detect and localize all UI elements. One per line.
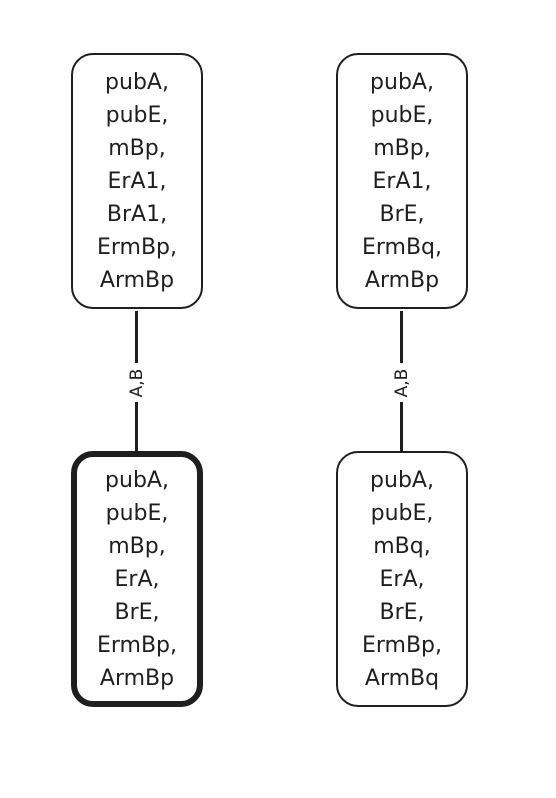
state-node-top-left: pubA, pubE, mBp, ErA1, BrA1, ErmBp, ArmB… bbox=[71, 53, 203, 309]
node-line: BrE, bbox=[379, 201, 425, 227]
node-line: ErmBp, bbox=[361, 632, 443, 658]
node-line: ErmBp, bbox=[96, 632, 178, 658]
node-line: pubA, bbox=[370, 467, 434, 493]
node-line: pubA, bbox=[105, 467, 169, 493]
node-line: mBp, bbox=[108, 135, 166, 161]
node-line: ArmBp bbox=[364, 267, 440, 293]
edge-right-lower-segment bbox=[400, 402, 403, 452]
node-line: pubA, bbox=[370, 69, 434, 95]
node-line: mBq, bbox=[373, 533, 431, 559]
node-line: ArmBq bbox=[364, 665, 440, 691]
node-line: ArmBp bbox=[99, 267, 175, 293]
node-line: ArmBp bbox=[99, 665, 175, 691]
node-line: ErA, bbox=[114, 566, 160, 592]
node-line: ErA, bbox=[379, 566, 425, 592]
state-node-bottom-left-highlighted: pubA, pubE, mBp, ErA, BrE, ErmBp, ArmBp bbox=[71, 451, 203, 707]
edge-left-lower-segment bbox=[135, 402, 138, 452]
node-line: ErmBq, bbox=[361, 234, 443, 260]
node-line: ErA1, bbox=[372, 168, 432, 194]
edge-right-upper-segment bbox=[400, 311, 403, 363]
node-line: mBp, bbox=[373, 135, 431, 161]
state-node-top-right: pubA, pubE, mBp, ErA1, BrE, ErmBq, ArmBp bbox=[336, 53, 468, 309]
node-line: BrE, bbox=[114, 599, 160, 625]
state-node-bottom-right: pubA, pubE, mBq, ErA, BrE, ErmBp, ArmBq bbox=[336, 451, 468, 707]
node-line: mBp, bbox=[108, 533, 166, 559]
node-line: pubA, bbox=[105, 69, 169, 95]
node-line: BrE, bbox=[379, 599, 425, 625]
node-line: pubE, bbox=[370, 500, 434, 526]
node-line: pubE, bbox=[105, 500, 169, 526]
node-line: ErA1, bbox=[107, 168, 167, 194]
node-line: ErmBp, bbox=[96, 234, 178, 260]
node-line: BrA1, bbox=[106, 201, 168, 227]
edge-left-upper-segment bbox=[135, 311, 138, 363]
node-line: pubE, bbox=[105, 102, 169, 128]
node-line: pubE, bbox=[370, 102, 434, 128]
